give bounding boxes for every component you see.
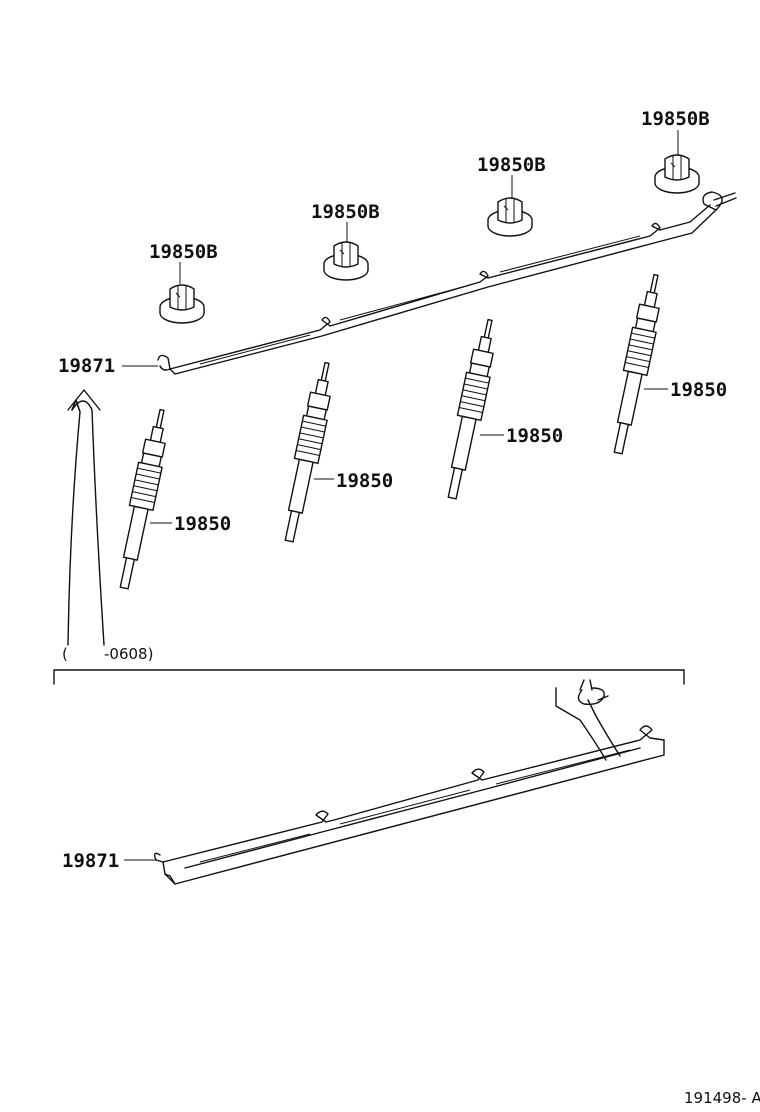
label-busbar-upper: 19871 (58, 355, 115, 377)
applicability-close: -0608) (104, 645, 153, 663)
plug-leaders (150, 388, 668, 524)
section-bracket (53, 669, 685, 685)
nut-4[interactable] (654, 154, 700, 194)
label-nut-2: 19850B (311, 201, 380, 223)
diagram-code: 191498- A (684, 1089, 760, 1107)
label-plug-2: 19850 (336, 470, 393, 492)
glow-plug-4[interactable] (606, 273, 667, 456)
label-nut-3: 19850B (477, 154, 546, 176)
applicability-open: ( (62, 645, 68, 663)
glow-plug-1[interactable] (112, 408, 173, 591)
glow-plug-2[interactable] (277, 361, 338, 544)
nut-2[interactable] (323, 241, 369, 281)
label-plug-1: 19850 (174, 513, 231, 535)
nut-leaders (179, 130, 679, 284)
label-busbar-lower: 19871 (62, 850, 119, 872)
label-plug-3: 19850 (506, 425, 563, 447)
busbar-upper[interactable] (157, 191, 737, 375)
label-nut-1: 19850B (149, 241, 218, 263)
label-nut-4: 19850B (641, 108, 710, 130)
glow-plug-3[interactable] (440, 318, 501, 501)
nut-1[interactable] (159, 284, 205, 324)
busbar-lower[interactable] (153, 679, 665, 885)
label-plug-4: 19850 (670, 379, 727, 401)
nut-3[interactable] (487, 197, 533, 237)
reference-arrows (67, 389, 105, 646)
